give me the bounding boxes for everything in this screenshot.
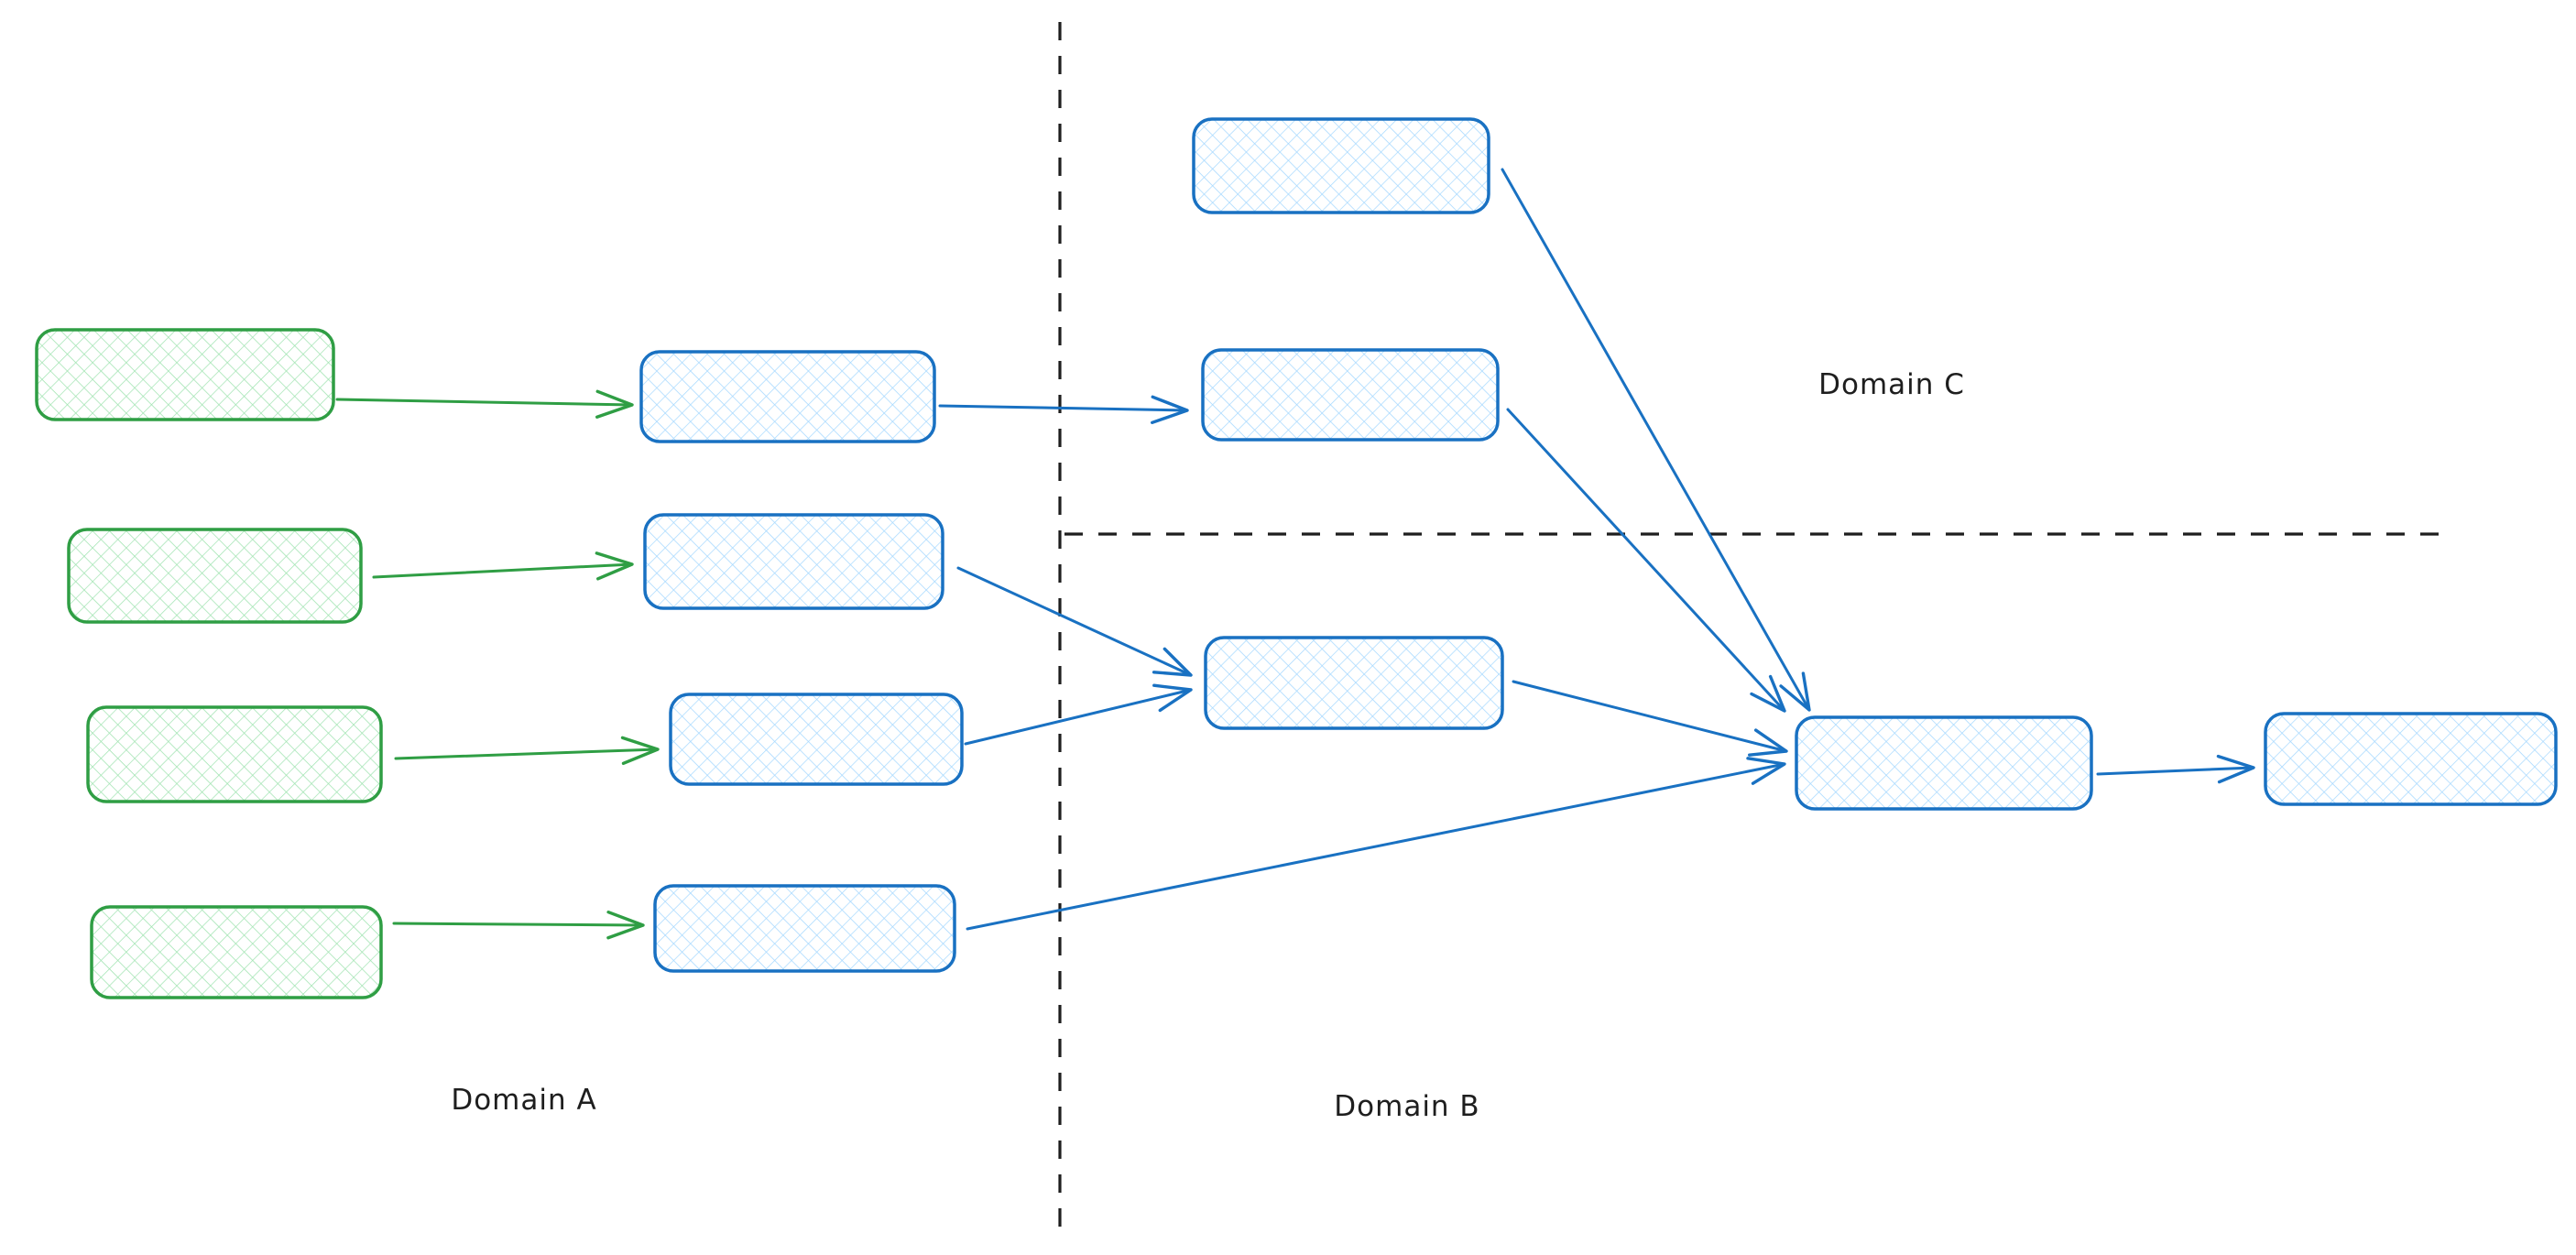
node-domain-b-node-2 [1204, 636, 1504, 730]
arrow-cnode-to-hub [1501, 168, 1811, 712]
node-domain-a-source-2 [67, 528, 363, 624]
arrow-source2-to-stage2 [372, 551, 634, 581]
node-domain-a-source-3 [86, 705, 383, 803]
arrow-stage3-to-bnode2 [964, 683, 1193, 746]
node-domain-a-source-1 [35, 328, 335, 421]
node-domain-a-stage-4 [653, 884, 956, 973]
node-domain-b-hub [1795, 715, 2093, 811]
node-domain-b-output [2264, 712, 2558, 806]
arrow-stage1-to-bnode1 [938, 395, 1189, 424]
domain-c-label: Domain C [1818, 368, 1965, 401]
node-domain-a-stage-1 [639, 350, 936, 443]
domain-a-label: Domain A [451, 1084, 597, 1117]
node-domain-b-node-1 [1201, 348, 1500, 442]
arrow-source1-to-stage1 [335, 389, 634, 419]
domain-b-label: Domain B [1334, 1090, 1480, 1123]
arrow-hub-to-output [2096, 754, 2255, 784]
node-domain-a-source-4 [90, 905, 383, 999]
arrow-source4-to-stage4 [392, 911, 645, 940]
arrow-bnode1-to-hub [1506, 408, 1786, 713]
arrow-stage4-to-hub [966, 757, 1786, 931]
node-domain-a-stage-2 [643, 513, 944, 610]
node-domain-a-stage-3 [669, 693, 964, 786]
arrow-stage2-to-bnode2 [956, 566, 1193, 677]
arrow-bnode2-to-hub [1512, 680, 1788, 757]
node-domain-c-node [1192, 117, 1490, 214]
arrow-source3-to-stage3 [394, 736, 660, 766]
